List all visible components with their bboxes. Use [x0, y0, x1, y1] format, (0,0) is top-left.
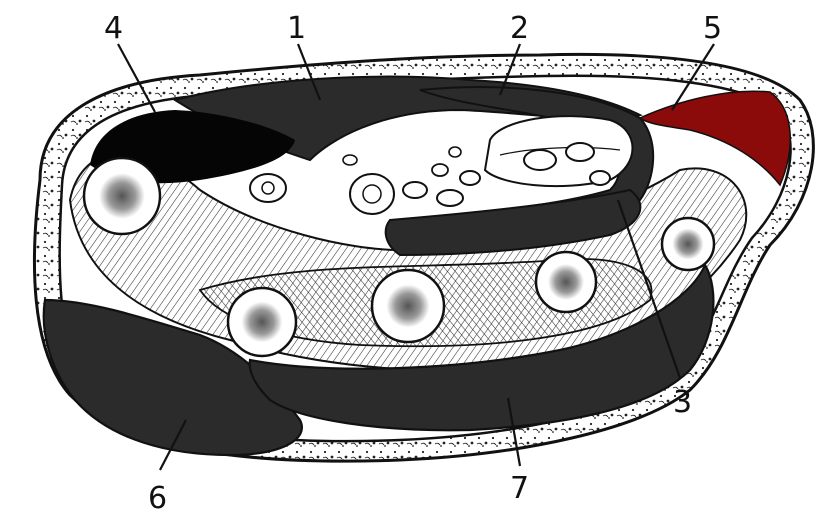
- label-3: 3: [673, 385, 692, 420]
- label-2: 2: [510, 11, 529, 46]
- label-7: 7: [510, 471, 529, 506]
- label-5: 5: [703, 11, 722, 46]
- label-4: 4: [104, 11, 123, 46]
- label-6: 6: [148, 481, 167, 516]
- label-1: 1: [287, 11, 306, 46]
